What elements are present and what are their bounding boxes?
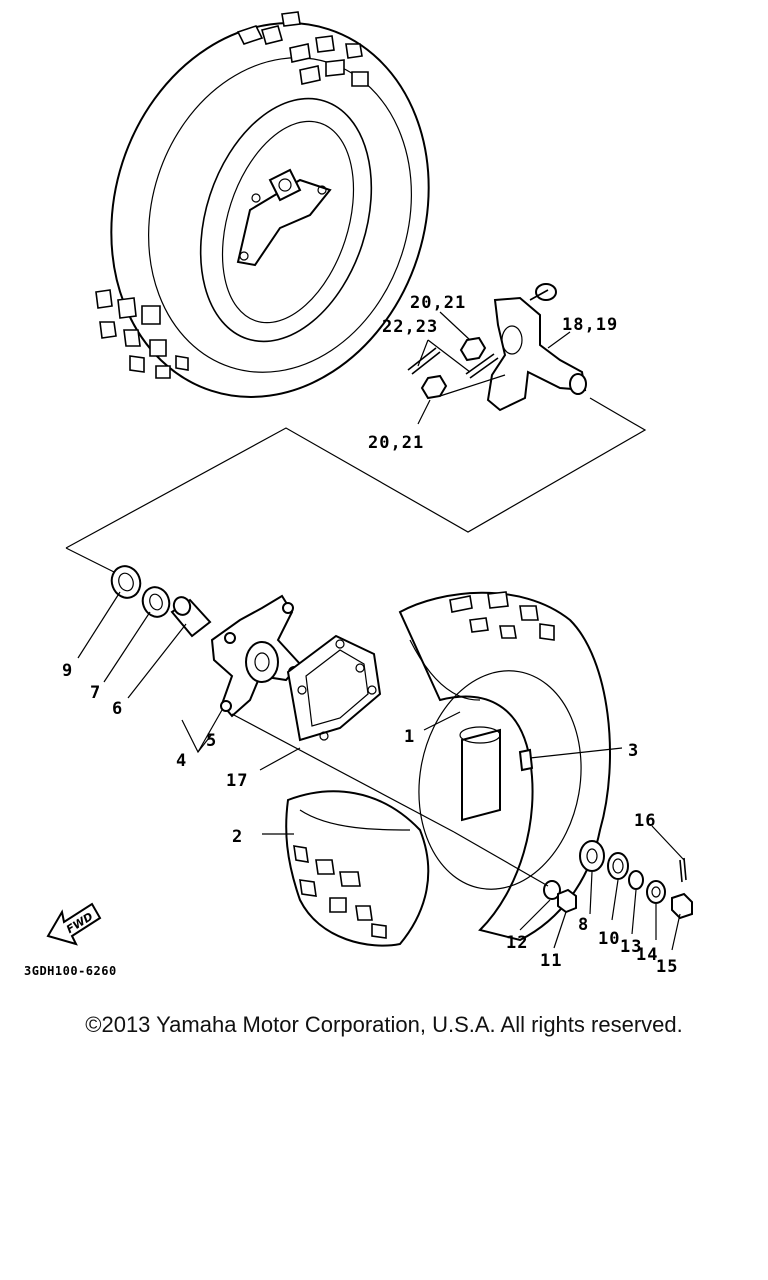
leader-lines	[77, 591, 685, 951]
label-13: 13	[620, 937, 642, 957]
label-14: 14	[636, 945, 658, 965]
knuckle-assembly	[407, 283, 587, 425]
assembled-wheel	[95, 11, 430, 398]
label-4: 4	[176, 751, 187, 771]
hub-parts	[110, 565, 382, 742]
split-rim	[231, 591, 611, 947]
label-7: 7	[90, 683, 101, 703]
label-11: 11	[540, 951, 562, 971]
label-18-19: 18,19	[562, 315, 618, 335]
label-17: 17	[226, 771, 248, 791]
reference-outline	[65, 397, 647, 575]
nut-top	[459, 336, 487, 362]
label-12: 12	[506, 933, 528, 953]
label-1: 1	[404, 727, 415, 747]
label-3: 3	[628, 741, 639, 761]
drawing-code: 3GDH100-6260	[24, 964, 117, 978]
label-9: 9	[62, 661, 73, 681]
label-20-21-top: 20,21	[410, 293, 466, 313]
label-16: 16	[634, 811, 656, 831]
label-5: 5	[206, 731, 217, 751]
fwd-arrow-icon: FWD	[46, 902, 102, 946]
label-15: 15	[656, 957, 678, 977]
axle-small-parts	[453, 831, 693, 920]
copyright-text: ©2013 Yamaha Motor Corporation, U.S.A. A…	[85, 1012, 683, 1037]
parts-diagram: 20,21 22,23 18,19 20,21 9 7 6 5 4 17 1 3…	[24, 11, 693, 978]
label-6: 6	[112, 699, 123, 719]
label-2: 2	[232, 827, 243, 847]
label-20-21-bottom: 20,21	[368, 433, 424, 453]
callout-labels: 20,21 22,23 18,19 20,21 9 7 6 5 4 17 1 3…	[62, 293, 678, 977]
label-10: 10	[598, 929, 620, 949]
label-8: 8	[578, 915, 589, 935]
label-22-23: 22,23	[382, 317, 438, 337]
